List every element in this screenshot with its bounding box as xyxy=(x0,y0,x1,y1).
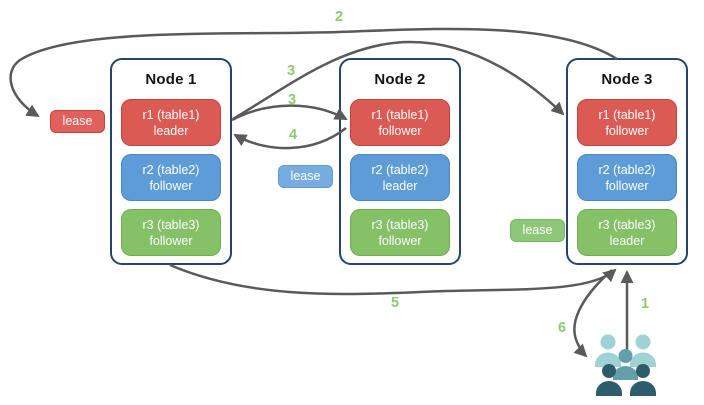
node-3-replica-r1: r1 (table1) follower xyxy=(577,99,677,146)
arrow-step4-node2-to-node1 xyxy=(233,127,347,150)
arrow-step3-node1-to-node3 xyxy=(232,40,565,121)
node-2: Node 2 r1 (table1) follower r2 (table2) … xyxy=(339,58,461,265)
node-1-title: Node 1 xyxy=(145,71,197,88)
replica-name: r1 (table1) xyxy=(598,107,656,122)
replica-role: follower xyxy=(378,123,422,138)
node-2-replica-r1: r1 (table1) follower xyxy=(350,99,450,146)
replica-name: r3 (table3) xyxy=(598,217,656,232)
node-3-replica-r3: r3 (table3) leader xyxy=(577,209,677,256)
replica-role: leader xyxy=(382,178,418,193)
step-label-5: 5 xyxy=(390,295,400,311)
replica-name: r1 (table1) xyxy=(142,107,200,122)
node-3-replica-r2: r2 (table2) follower xyxy=(577,154,677,201)
node-2-title: Node 2 xyxy=(374,71,426,88)
arrow-step2-node3-to-lease1 xyxy=(9,27,618,118)
step-label-3-lower: 3 xyxy=(287,92,297,108)
replica-role: leader xyxy=(153,123,189,138)
replica-name: r3 (table3) xyxy=(371,217,429,232)
replica-name: r2 (table2) xyxy=(598,162,656,177)
replica-role: leader xyxy=(609,233,645,248)
lease-badge-table1: lease xyxy=(50,110,105,133)
replica-name: r2 (table2) xyxy=(371,162,429,177)
arrow-step5-node1-to-node3 xyxy=(169,263,617,296)
lease-badge-table3: lease xyxy=(510,219,565,242)
node-1: Node 1 r1 (table1) leader r2 (table2) fo… xyxy=(110,58,232,265)
node-1-replica-r1: r1 (table1) leader xyxy=(121,99,221,146)
node-2-replica-r3: r3 (table3) follower xyxy=(350,209,450,256)
step-label-6: 6 xyxy=(557,320,567,336)
arrow-step6-node3-to-users xyxy=(573,269,613,358)
step-label-4: 4 xyxy=(288,127,298,143)
lease-badge-table2: lease xyxy=(278,165,333,188)
replica-name: r1 (table1) xyxy=(371,107,429,122)
step-label-3-upper: 3 xyxy=(286,63,296,79)
replica-name: r3 (table3) xyxy=(142,217,200,232)
node-2-replica-r2: r2 (table2) leader xyxy=(350,154,450,201)
step-label-2: 2 xyxy=(334,9,344,25)
users-icon xyxy=(595,334,656,396)
replica-role: follower xyxy=(605,178,649,193)
node-1-replica-r2: r2 (table2) follower xyxy=(121,154,221,201)
replica-role: follower xyxy=(149,233,193,248)
replica-name: r2 (table2) xyxy=(142,162,200,177)
node-3-title: Node 3 xyxy=(601,71,653,88)
node-1-replica-r3: r3 (table3) follower xyxy=(121,209,221,256)
replica-role: follower xyxy=(378,233,422,248)
replica-role: follower xyxy=(605,123,649,138)
arrow-step3-node1-to-node2 xyxy=(231,104,348,122)
replica-role: follower xyxy=(149,178,193,193)
step-label-1: 1 xyxy=(640,296,650,312)
node-3: Node 3 r1 (table1) follower r2 (table2) … xyxy=(566,58,688,265)
